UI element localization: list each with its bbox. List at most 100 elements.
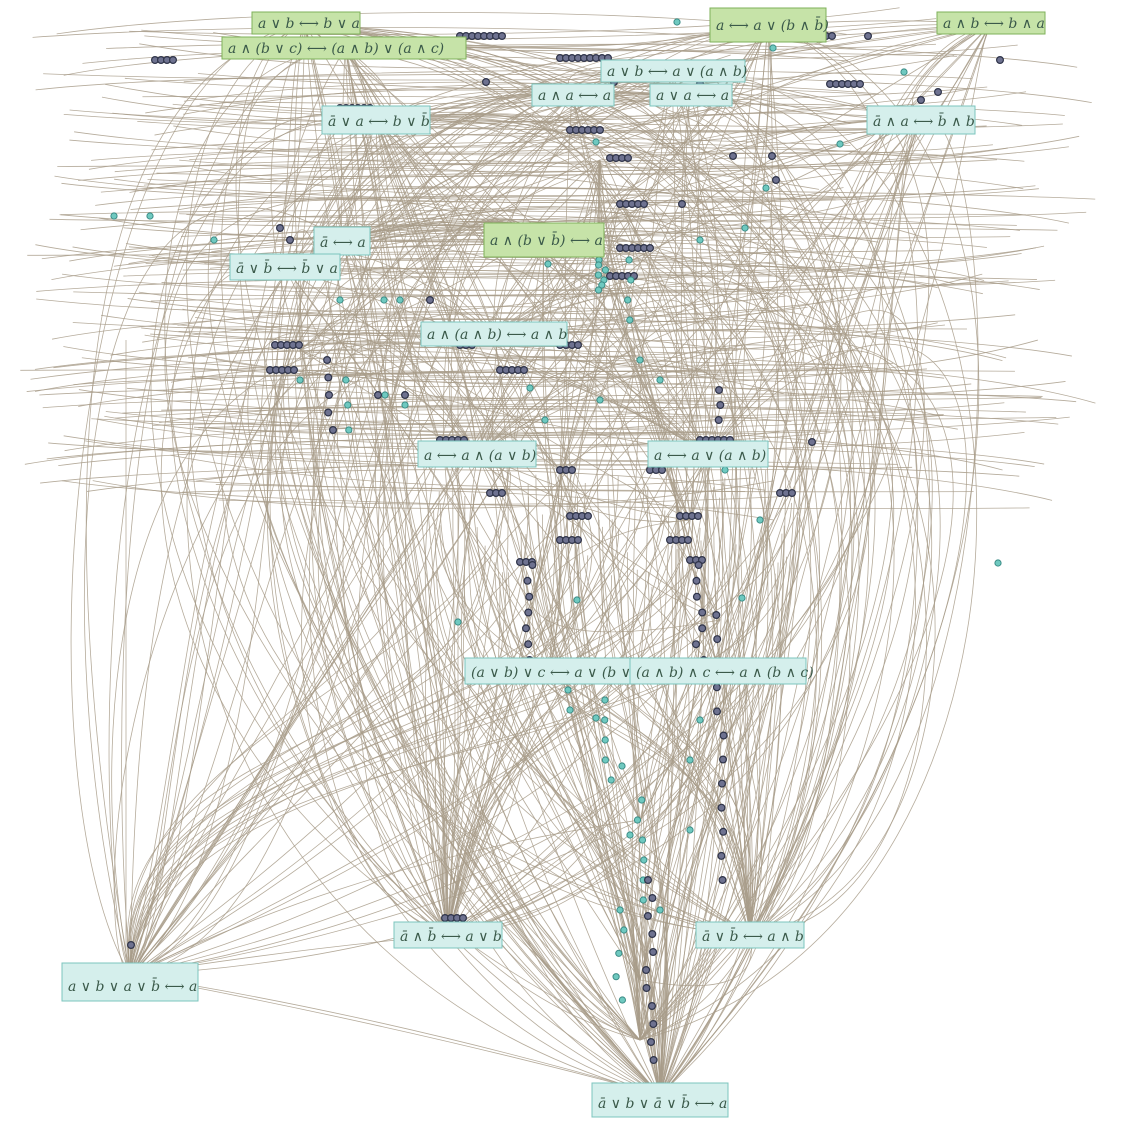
proof-node xyxy=(787,489,796,498)
proof-edge xyxy=(279,24,991,1096)
proof-edge xyxy=(128,510,666,976)
proof-edge xyxy=(635,562,779,1041)
proof-edge xyxy=(554,519,641,1041)
theorem-label: ā ∨ b̄ ⟷ b̄ ∨ a xyxy=(236,259,338,277)
proof-edge xyxy=(375,119,449,936)
proof-edge xyxy=(749,117,979,936)
lemma-node xyxy=(638,836,647,844)
proof-edge xyxy=(54,175,1039,204)
proof-edge xyxy=(127,529,620,976)
proof-edge xyxy=(161,269,905,291)
proof-node xyxy=(657,466,666,475)
proof-edge xyxy=(61,480,1030,510)
lemma-node xyxy=(626,831,634,839)
theorem-label: ā ∨ a ⟷ b ∨ b̄ xyxy=(328,112,430,130)
theorem-neg-or[interactable]: ā ∨ a ⟷ b ∨ b̄ xyxy=(321,105,431,135)
proof-node xyxy=(524,608,533,617)
proof-edge xyxy=(602,526,669,1096)
proof-edge xyxy=(476,119,921,455)
proof-node xyxy=(169,55,178,64)
proof-edge xyxy=(181,407,1026,420)
proof-edge xyxy=(299,94,691,351)
axiom-complement[interactable]: a ∧ (b ∨ b̄) ⟷ a xyxy=(483,222,605,258)
theorem-assoc-and[interactable]: (a ∧ b) ∧ c ⟷ a ∧ (b ∧ c) xyxy=(629,657,814,685)
theorem-and-assoc-absorb[interactable]: a ∧ (a ∧ b) ⟷ a ∧ b xyxy=(420,321,568,347)
axiom-commutative-and[interactable]: a ∧ b ⟷ b ∧ a xyxy=(936,11,1046,35)
proof-edge xyxy=(476,527,751,936)
theorem-neg-and[interactable]: ā ∧ a ⟷ b̄ ∧ b xyxy=(866,105,976,135)
proof-edge xyxy=(537,521,753,936)
proof-node xyxy=(692,592,701,601)
proof-edge xyxy=(95,187,1069,224)
proof-node xyxy=(648,929,657,938)
proof-edge xyxy=(70,24,306,976)
lemma-node xyxy=(640,856,648,864)
proof-edge xyxy=(129,974,661,1096)
theorem-robbins-left[interactable]: a ∨ b ∨ a ∨ b̄ ⟷ a xyxy=(61,962,199,1002)
axiom-distributive[interactable]: a ∧ (b ∨ c) ⟷ (a ∧ b) ∨ (a ∧ c) xyxy=(221,36,467,60)
proof-edge xyxy=(639,24,769,821)
theorem-or-absorb-and[interactable]: a ∨ b ⟷ a ∨ (a ∧ b) xyxy=(600,59,747,83)
proof-edge xyxy=(127,472,511,976)
proof-edge xyxy=(447,159,601,936)
lemma-node xyxy=(344,401,352,409)
lemma-node xyxy=(573,596,581,604)
proof-edge xyxy=(304,24,449,936)
proof-edge xyxy=(375,119,709,455)
proof-edge xyxy=(270,24,306,351)
axiom-commutative-or[interactable]: a ∨ b ⟷ b ∨ a xyxy=(251,11,361,35)
proof-edge xyxy=(193,166,848,197)
proof-edge xyxy=(447,577,501,936)
proof-node xyxy=(623,154,632,163)
theorem-and-idem[interactable]: a ∧ a ⟷ a xyxy=(531,83,615,107)
lemma-node xyxy=(592,714,600,722)
proof-edge xyxy=(129,24,306,976)
proof-edge xyxy=(299,94,573,351)
lemma-node xyxy=(296,376,304,384)
theorem-label: (a ∨ b) ∨ c ⟷ a ∨ (b ∨ c) xyxy=(471,665,649,681)
theorem-robbins-bottom[interactable]: ā ∨ b ∨ ā ∨ b̄ ⟷ a xyxy=(591,1082,729,1118)
proof-node xyxy=(648,893,657,902)
lemma-node xyxy=(738,594,746,602)
theorem-label: (a ∧ b) ∧ c ⟷ a ∧ (b ∧ c) xyxy=(636,665,814,681)
proof-edge xyxy=(476,299,736,1041)
lemma-node xyxy=(626,316,634,324)
lemma-node xyxy=(381,391,389,399)
proof-edge xyxy=(145,86,871,114)
proof-edge xyxy=(447,519,694,936)
proof-node xyxy=(649,947,658,956)
proof-edge xyxy=(619,119,921,201)
theorem-absorb-or-and[interactable]: a ⟷ a ∨ (a ∧ b) xyxy=(647,440,769,468)
proof-edge xyxy=(35,244,1022,276)
theorem-or-idem[interactable]: a ∨ a ⟷ a xyxy=(649,83,733,107)
proof-edge xyxy=(218,496,777,505)
lemma-node xyxy=(639,896,647,904)
proof-node xyxy=(692,576,701,585)
proof-edge xyxy=(129,819,641,976)
theorem-demorgan-1[interactable]: ā ∧ b̄ ⟷ a ∨ b xyxy=(393,921,503,949)
proof-edge xyxy=(447,159,601,936)
theorem-double-neg[interactable]: ā̄ ⟷ a xyxy=(313,226,371,256)
proof-edge xyxy=(123,247,815,277)
proof-edge xyxy=(659,516,769,1096)
proof-edge xyxy=(543,239,709,455)
proof-edge xyxy=(178,314,1016,334)
proof-edge xyxy=(106,18,937,49)
proof-edge xyxy=(566,503,641,1041)
theorem-assoc-or[interactable]: (a ∨ b) ∨ c ⟷ a ∨ (b ∨ c) xyxy=(464,657,649,685)
proof-edge xyxy=(344,47,611,291)
axiom-absorb[interactable]: a ⟷ a ∨ (b ∧ b̄) xyxy=(709,7,829,43)
proof-edge xyxy=(340,47,346,241)
theorem-absorb-and-or[interactable]: a ⟷ a ∧ (a ∨ b) xyxy=(417,440,537,468)
lemma-node xyxy=(721,466,729,474)
proof-edge xyxy=(609,289,751,936)
proof-edge xyxy=(354,94,751,936)
lemma-node xyxy=(210,236,218,244)
lemma-node xyxy=(146,212,154,220)
proof-edge xyxy=(671,69,717,521)
proof-node xyxy=(863,31,872,40)
proof-node xyxy=(524,640,533,649)
theorem-neg-or-neg[interactable]: ā ∨ b̄ ⟷ b̄ ∨ a xyxy=(229,253,341,281)
proof-edge xyxy=(195,460,1053,501)
theorem-demorgan-2[interactable]: ā ∨ b̄ ⟷ a ∧ b xyxy=(695,921,805,949)
